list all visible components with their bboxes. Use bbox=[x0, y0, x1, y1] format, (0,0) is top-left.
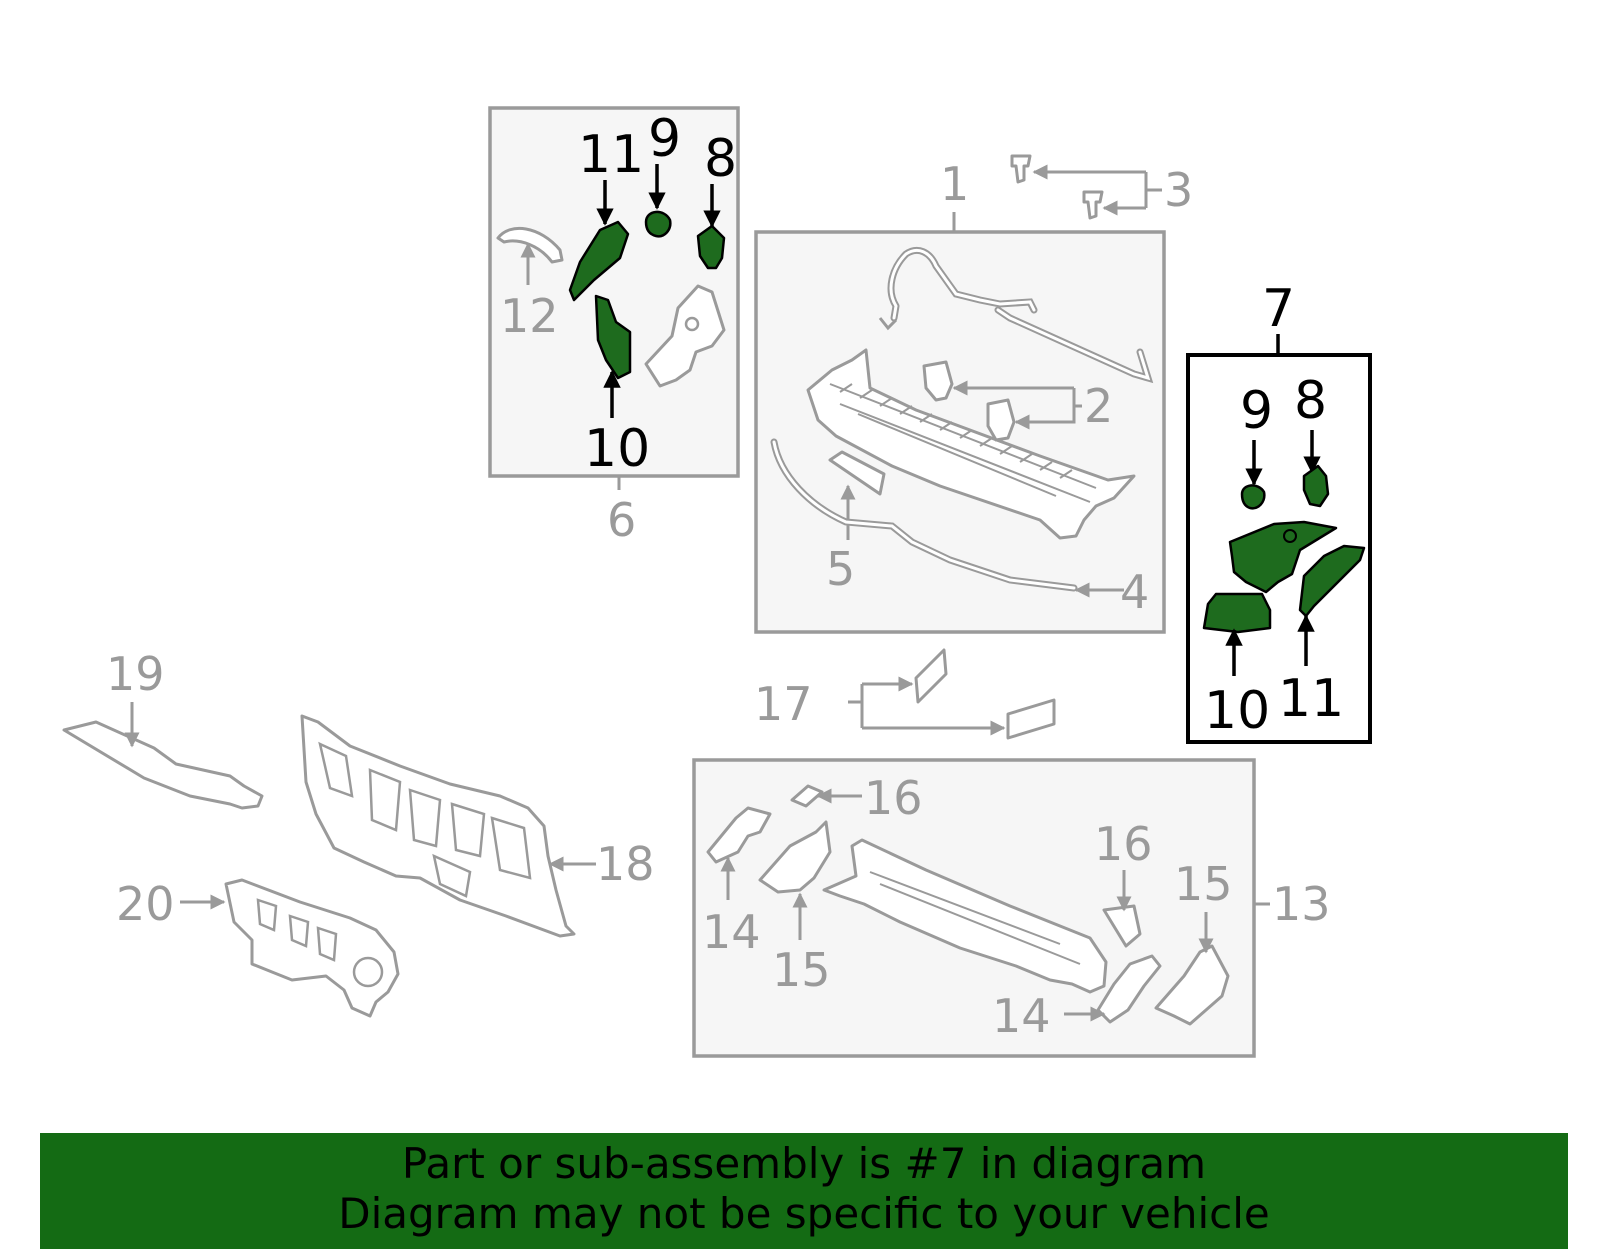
callout-17: 17 bbox=[754, 677, 813, 731]
part-2-clip-a[interactable] bbox=[922, 360, 954, 402]
callout-18: 18 bbox=[596, 837, 655, 891]
callout-15-right: 15 bbox=[1174, 857, 1233, 911]
callout-3: 3 bbox=[1164, 163, 1193, 217]
panel-1: 1 2 5 4 bbox=[754, 157, 1166, 634]
notice-banner: Part or sub-assembly is #7 in diagram Di… bbox=[40, 1133, 1568, 1249]
part-20-insulator[interactable] bbox=[224, 878, 400, 1018]
part-9-left[interactable] bbox=[644, 210, 672, 238]
callout-14-right: 14 bbox=[992, 989, 1051, 1043]
callout-10-right: 10 bbox=[1204, 681, 1270, 741]
part-7-bracket[interactable] bbox=[1228, 520, 1338, 594]
callout-14-left: 14 bbox=[702, 905, 761, 959]
callout-20: 20 bbox=[116, 877, 175, 931]
callout-12: 12 bbox=[500, 289, 559, 343]
part-19-cowl-reinforcement[interactable] bbox=[62, 720, 264, 810]
callout-11-right: 11 bbox=[1278, 669, 1344, 729]
panel-13: 13 14 15 16 16 14 15 bbox=[692, 758, 1331, 1058]
banner-line-2: Diagram may not be specific to your vehi… bbox=[338, 1189, 1270, 1238]
part-17-group: 17 bbox=[754, 648, 1056, 740]
part-12[interactable] bbox=[496, 226, 564, 264]
callout-6: 6 bbox=[607, 493, 636, 547]
part-2-clip-b[interactable] bbox=[986, 398, 1016, 442]
part-15-right[interactable] bbox=[1154, 944, 1230, 1026]
callout-4: 4 bbox=[1120, 565, 1149, 619]
callout-11-left: 11 bbox=[578, 125, 644, 185]
part-15-left[interactable] bbox=[758, 820, 832, 894]
part-17-seal-a[interactable] bbox=[914, 648, 948, 704]
panel-7: 7 9 8 10 11 bbox=[1186, 279, 1372, 744]
callout-13: 13 bbox=[1272, 877, 1331, 931]
part-5-seal[interactable] bbox=[828, 450, 886, 496]
callout-1: 1 bbox=[940, 157, 969, 211]
part-10-right[interactable] bbox=[1202, 592, 1272, 634]
part-20-group: 20 bbox=[116, 877, 400, 1018]
part-11-right[interactable] bbox=[1298, 544, 1366, 618]
part-8-left[interactable] bbox=[696, 224, 726, 270]
panel-6-bracket bbox=[644, 284, 726, 388]
callout-19: 19 bbox=[106, 647, 165, 701]
part-9-right[interactable] bbox=[1240, 484, 1266, 510]
cowl-panel[interactable] bbox=[806, 348, 1136, 540]
part-17-seal-b[interactable] bbox=[1006, 698, 1056, 740]
callout-15-left: 15 bbox=[772, 943, 831, 997]
part-18-group: 18 bbox=[300, 714, 655, 938]
panel-6: 12 11 9 8 10 6 bbox=[488, 106, 740, 547]
part-3-clip-b[interactable] bbox=[1082, 190, 1104, 220]
banner-line-1: Part or sub-assembly is #7 in diagram bbox=[401, 1139, 1207, 1188]
callout-8-left: 8 bbox=[704, 129, 737, 189]
part-3-group: 3 bbox=[1010, 154, 1193, 220]
part-8-right[interactable] bbox=[1302, 464, 1330, 508]
callout-16-left: 16 bbox=[864, 771, 923, 825]
callout-2: 2 bbox=[1084, 379, 1113, 433]
part-3-clip-a[interactable] bbox=[1010, 154, 1032, 184]
part-14-right[interactable] bbox=[1096, 954, 1162, 1024]
part-19-group: 19 bbox=[62, 647, 264, 810]
callout-9-right: 9 bbox=[1240, 381, 1273, 441]
callout-8-right: 8 bbox=[1294, 371, 1327, 431]
callout-16-right: 16 bbox=[1094, 817, 1153, 871]
callout-9-left: 9 bbox=[648, 109, 681, 169]
callout-10-left: 10 bbox=[584, 419, 650, 479]
part-11-left[interactable] bbox=[568, 220, 630, 302]
part-10-left[interactable] bbox=[594, 294, 632, 380]
callout-5: 5 bbox=[826, 542, 855, 596]
callout-7: 7 bbox=[1262, 279, 1295, 339]
cowl-lower-panel[interactable] bbox=[822, 838, 1108, 994]
